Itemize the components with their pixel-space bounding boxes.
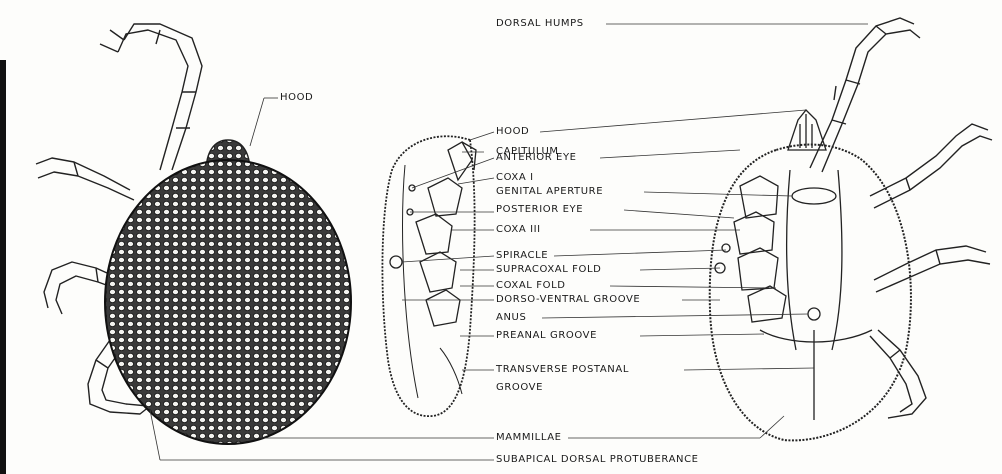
label-transverse-postanal-groove: TRANSVERSE POSTANAL (496, 364, 629, 376)
label-transverse-postanal-groove-cont: GROOVE (496, 382, 543, 394)
label-posterior-eye: POSTERIOR EYE (496, 204, 583, 216)
left-edge-bar (0, 60, 6, 474)
ventral-legs (810, 18, 992, 418)
label-hood-dorsal: HOOD (280, 92, 313, 104)
label-dorsal-humps: DORSAL HUMPS (496, 18, 584, 30)
label-subapical-dorsal-protuberance: SUBAPICAL DORSAL PROTUBERANCE (496, 454, 699, 466)
label-hood-lateral: HOOD (496, 126, 529, 138)
label-mammillae: MAMMILLAE (496, 432, 562, 444)
label-anus: ANUS (496, 312, 526, 324)
label-preanal-groove: PREANAL GROOVE (496, 330, 597, 342)
label-coxa-i: COXA I (496, 172, 534, 184)
ventral-view (710, 18, 992, 440)
lateral-view (382, 136, 476, 416)
label-anterior-eye: ANTERIOR EYE (496, 152, 577, 164)
dorsal-view (36, 24, 351, 444)
body-dorsal (105, 160, 351, 444)
label-spiracle: SPIRACLE (496, 250, 548, 262)
lateral-body-outline (382, 136, 474, 416)
label-coxal-fold: COXAL FOLD (496, 280, 566, 292)
label-genital-aperture: GENITAL APERTURE (496, 186, 603, 198)
label-coxa-iii: COXA III (496, 224, 541, 236)
label-dorso-ventral-groove: DORSO-VENTRAL GROOVE (496, 294, 640, 306)
label-supracoxal-fold: SUPRACOXAL FOLD (496, 264, 601, 276)
